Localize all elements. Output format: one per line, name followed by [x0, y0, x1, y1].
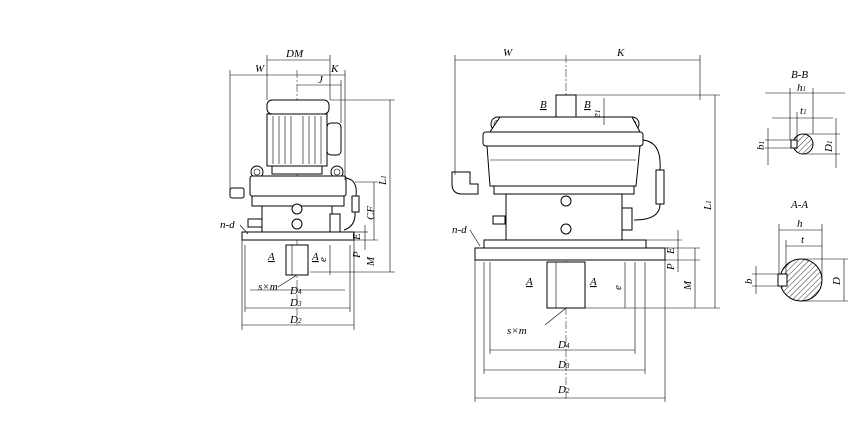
dim-D4: D4: [557, 339, 570, 351]
dim-K: K: [330, 63, 339, 75]
dim-K: K: [616, 47, 625, 59]
dim-L1: L1: [377, 175, 389, 186]
dim-J: J: [318, 74, 324, 86]
label-s-x-m: s×m: [258, 281, 278, 293]
section-mark-A-right: A: [589, 276, 597, 288]
dim-W: W: [255, 63, 265, 75]
dim-D4: D4: [289, 285, 302, 297]
section-mark-B-left: B: [540, 99, 547, 111]
dim-D: D: [831, 277, 843, 286]
label-n-d: n-d: [452, 224, 467, 236]
dim-D2: D2: [557, 384, 570, 396]
section-b-b: B-B h1 t1 b1 D1: [755, 69, 845, 168]
section-mark-A-left: A: [267, 251, 275, 263]
section-mark-A-left: A: [525, 276, 533, 288]
dim-D1: D1: [823, 141, 835, 153]
dim-DM: DM: [285, 48, 304, 60]
dim-e: e: [317, 257, 329, 262]
dim-h1: h1: [797, 82, 806, 94]
dim-D2: D2: [289, 314, 302, 326]
dim-M: M: [682, 280, 694, 291]
section-a-a: A-A h t b D: [743, 199, 848, 302]
dim-W: W: [503, 47, 513, 59]
dim-t1: t1: [800, 105, 807, 117]
dim-P: P: [351, 251, 363, 259]
dim-b1: b1: [755, 141, 767, 150]
dim-e1: e1: [591, 110, 603, 118]
dim-E: E: [351, 233, 363, 241]
dim-L1: L1: [702, 200, 714, 211]
label-s-x-m: s×m: [507, 325, 527, 337]
section-aa-title: A-A: [790, 199, 808, 211]
dim-D3: D3: [289, 297, 302, 309]
dim-CF: CF: [365, 206, 377, 220]
label-n-d: n-d: [220, 219, 235, 231]
section-mark-A-right: A: [311, 251, 319, 263]
dim-b: b: [743, 278, 755, 284]
left-view: W DM K J L1 CF E P M e n-d A A s×m D4 D3…: [220, 48, 395, 330]
section-bb-title: B-B: [791, 69, 808, 81]
dim-D3: D3: [557, 359, 570, 371]
dim-h: h: [797, 218, 803, 230]
dim-t: t: [801, 234, 805, 246]
dim-P: P: [665, 263, 677, 271]
dim-e: e: [612, 285, 624, 290]
section-mark-B-right: B: [584, 99, 591, 111]
right-view: W K B B e1 L1 n-d E P M e A A s×m D4 D3 …: [451, 47, 720, 402]
dim-M: M: [365, 256, 377, 267]
dim-E: E: [665, 247, 677, 255]
